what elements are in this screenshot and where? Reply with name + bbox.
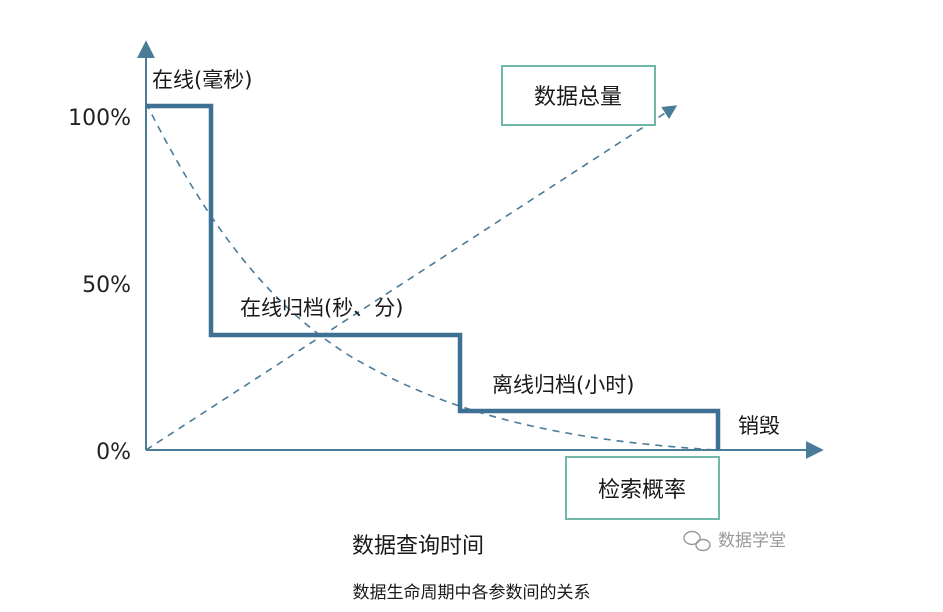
- watermark-text: 数据学堂: [718, 531, 786, 551]
- total-data-line: [145, 105, 678, 451]
- retrieval-probability-curve: [145, 102, 717, 451]
- retrieval-prob-label: 检索概率: [598, 478, 686, 503]
- wechat-icon: [683, 530, 711, 552]
- total-data-box: [501, 65, 656, 126]
- stage-label-online-archive: 在线归档(秒、分): [240, 296, 403, 320]
- x-axis-title: 数据查询时间: [352, 534, 484, 559]
- stage-label-online: 在线(毫秒): [152, 68, 252, 92]
- lifecycle-step-line: [146, 103, 721, 450]
- retrieval-prob-box: [565, 456, 720, 520]
- y-tick-0: 0%: [96, 440, 131, 465]
- stage-label-offline-archive: 离线归档(小时): [492, 373, 634, 397]
- y-tick-100: 100%: [68, 106, 131, 131]
- y-tick-50: 50%: [82, 273, 131, 298]
- total-data-label: 数据总量: [534, 85, 622, 110]
- stage-label-destroy: 销毁: [738, 414, 780, 438]
- figure-caption: 数据生命周期中各参数间的关系: [352, 583, 591, 603]
